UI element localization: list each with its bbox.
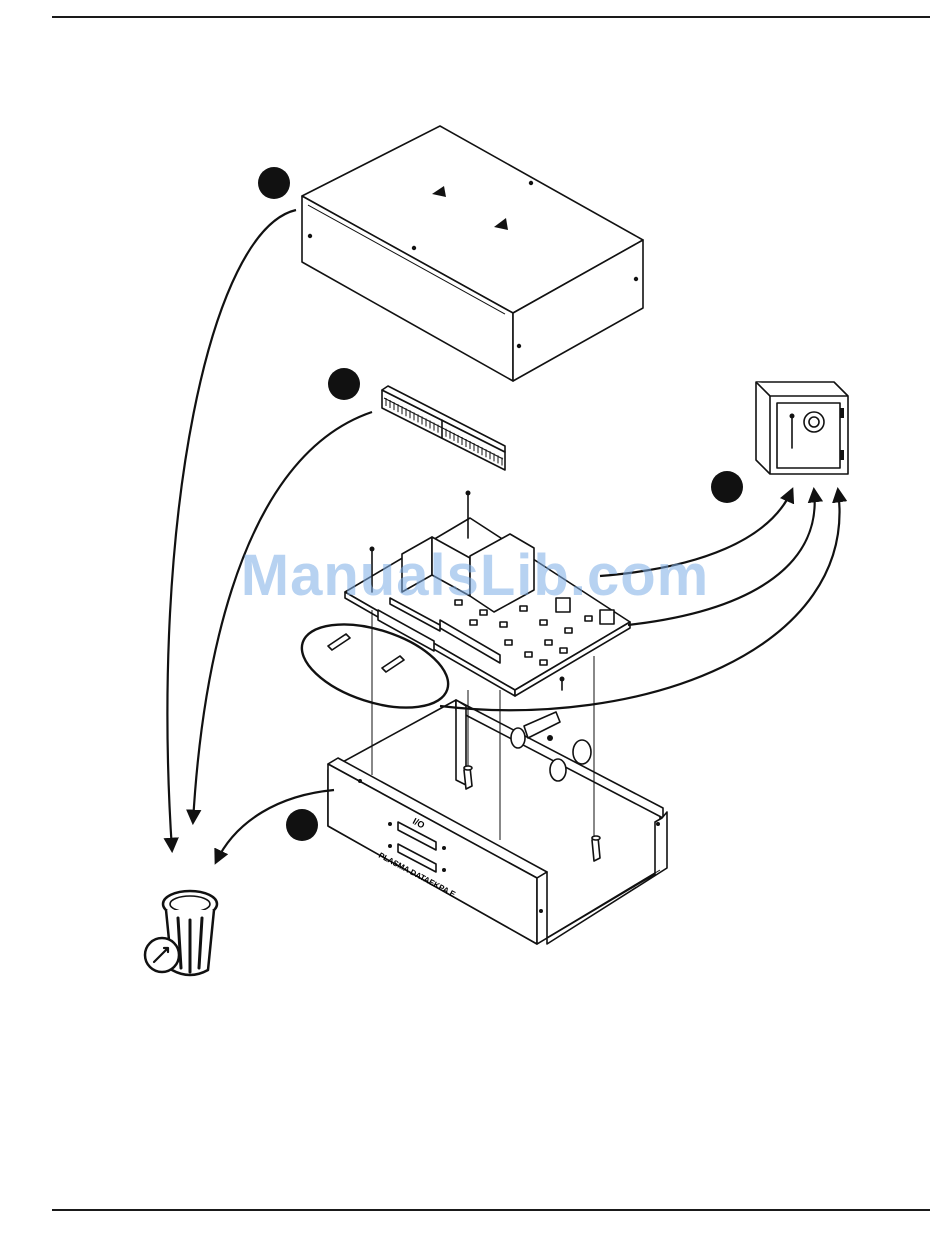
screw [560,677,565,691]
trash-bin-icon [145,891,217,975]
standoff [592,836,600,861]
board-component [525,652,532,657]
top-cover [302,126,643,381]
board-component [500,622,507,627]
ribbon-connector [382,386,505,470]
callout-marker [711,471,743,503]
board-component [565,628,572,633]
callout-marker [286,809,318,841]
chassis: I/O PLASMA DATAEKPA E [328,700,667,944]
board-component [540,620,547,625]
arrow-board-to-safe-1 [600,490,792,576]
arrow-board-to-safe-2 [628,490,815,625]
board-component [505,640,512,645]
callout-marker [258,167,290,199]
board-component [545,640,552,645]
standoff [464,766,472,789]
arrow-cover-to-trash [167,210,296,850]
board-component [520,606,527,611]
board-component [560,648,567,653]
board-component [540,660,547,665]
board-component [470,620,477,625]
circuit-board [328,491,630,697]
safe-icon [756,382,848,474]
board-component [455,600,462,605]
board-component [585,616,592,621]
standoff-screw [328,634,404,672]
board-ic [556,598,570,612]
callout-marker [328,368,360,400]
board-ic [600,610,614,624]
board-component [480,610,487,615]
